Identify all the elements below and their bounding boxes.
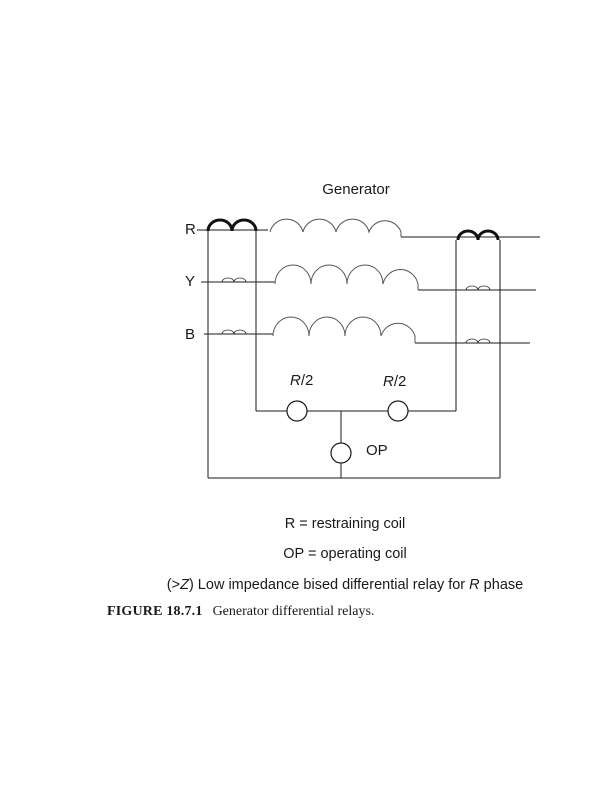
phase-b-winding <box>272 316 416 343</box>
phase-label-y: Y <box>185 273 195 290</box>
phase-y-winding <box>274 264 419 290</box>
restraining-coil-right <box>387 400 409 422</box>
legend-operating: OP = operating coil <box>283 546 406 562</box>
phase-r-winding <box>269 218 402 237</box>
operating-coil-label: OP <box>366 442 388 459</box>
figure-number: FIGURE 18.7.1 <box>107 604 203 619</box>
phase-label-r: R <box>185 221 196 238</box>
legend-relay-description: (>Z) Low impedance bised differential re… <box>167 577 523 593</box>
figure-caption-text: Generator differential relays. <box>212 604 375 619</box>
operating-coil <box>330 442 352 464</box>
restraining-coil-left-label: R/2 <box>290 372 313 389</box>
figure-caption: FIGURE 18.7.1 Generator differential rela… <box>107 602 374 620</box>
generator-title: Generator <box>322 181 390 198</box>
phase-y-line <box>201 277 536 291</box>
restraining-coil-right-label: R/2 <box>383 373 406 390</box>
phase-b-line <box>204 329 530 344</box>
restraining-coil-left <box>286 400 308 422</box>
legend-restraining: R = restraining coil <box>285 516 405 532</box>
relay-circuit-wiring <box>207 230 501 479</box>
phase-label-b: B <box>185 326 195 343</box>
